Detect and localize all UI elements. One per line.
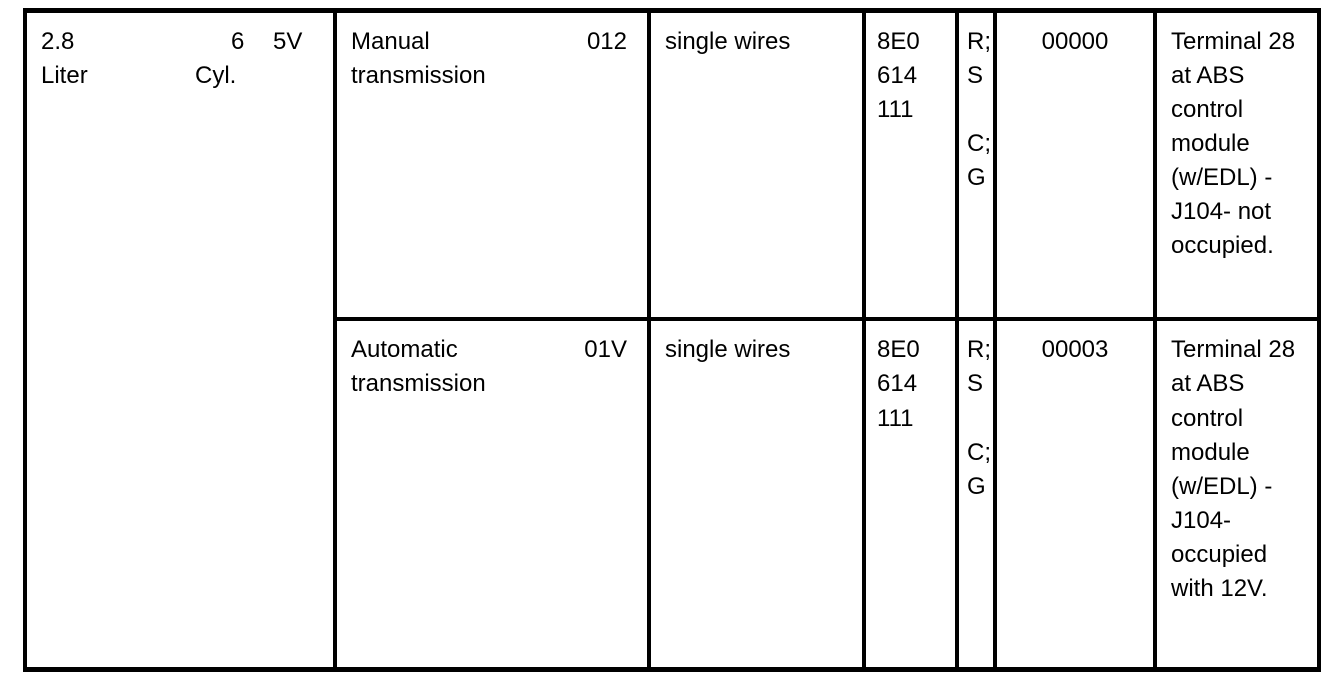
cell-note: Terminal 28 at ABS control module (w/EDL…: [1155, 10, 1321, 320]
cell-transmission: Manual transmission 012: [335, 10, 651, 320]
cell-part-number: 8E0 614 111: [864, 10, 959, 320]
code-line-2: S: [967, 370, 984, 398]
cell-code: R; S C; G: [957, 317, 997, 670]
cell-note: Terminal 28 at ABS control module (w/EDL…: [1155, 317, 1321, 670]
code-line-spacer: [967, 93, 993, 127]
index-value: 00000: [1041, 28, 1109, 55]
part-number-line-3: 111: [877, 404, 914, 432]
cell-wiring: single wires: [649, 317, 866, 670]
part-number-line-2: 614: [877, 370, 918, 398]
transmission-label: Manual transmission: [351, 28, 486, 90]
code-line-spacer: [967, 402, 993, 436]
wiring-type: single wires: [665, 336, 791, 364]
transmission-group: Automatic transmission 01V: [351, 333, 647, 401]
transmission-label: Automatic transmission: [351, 336, 486, 398]
cell-index: 00003: [995, 317, 1157, 670]
cylinder-unit: Cyl.: [195, 62, 237, 90]
cylinder-count: 6: [231, 28, 245, 55]
cell-part-number: 8E0 614 111: [864, 317, 959, 670]
table-row: Automatic transmission 01V single wires …: [25, 317, 1321, 670]
vehicle-spec-group: 2.8 Liter 6 Cyl. 5V: [41, 25, 333, 93]
cell-wiring: single wires: [649, 10, 866, 320]
cell-transmission: Automatic transmission 01V: [335, 317, 651, 670]
transmission-code: 01V: [584, 336, 627, 364]
transmission-group: Manual transmission 012: [351, 25, 647, 93]
cell-vehicle-spec: 2.8 Liter 6 Cyl. 5V: [23, 10, 337, 670]
transmission-code: 012: [586, 28, 627, 55]
code-line-1: R;: [967, 336, 991, 364]
index-value: 00003: [1041, 336, 1109, 364]
table-row: 2.8 Liter 6 Cyl. 5V: [23, 10, 1321, 670]
note-text: Terminal 28 at ABS control module (w/EDL…: [1171, 336, 1296, 602]
note-text: Terminal 28 at ABS control module (w/EDL…: [1171, 28, 1296, 260]
vehicle-displacement: 2.8 Liter: [41, 25, 189, 93]
code-line-3: C;: [967, 130, 991, 158]
part-number-line-1: 8E0: [877, 28, 920, 55]
code-line-2: S: [967, 62, 984, 90]
vehicle-cylinders: 6 Cyl.: [189, 25, 267, 93]
displacement-value: 2.8: [41, 28, 75, 55]
cell-code: R; S C; G: [957, 10, 997, 320]
code-line-4: G: [967, 472, 986, 500]
specification-table: 2.8 Liter 6 Cyl. 5V: [23, 8, 1321, 672]
wiring-type: single wires: [665, 28, 791, 55]
part-number-line-3: 111: [877, 96, 914, 124]
displacement-unit: Liter: [41, 62, 88, 90]
code-line-4: G: [967, 164, 986, 192]
valve-count: 5V: [273, 28, 303, 55]
part-number-line-1: 8E0: [877, 336, 920, 364]
code-line-1: R;: [967, 28, 991, 55]
vehicle-valves: 5V: [267, 25, 327, 59]
cell-index: 00000: [995, 10, 1157, 320]
code-line-3: C;: [967, 438, 991, 466]
part-number-line-2: 614: [877, 62, 918, 90]
